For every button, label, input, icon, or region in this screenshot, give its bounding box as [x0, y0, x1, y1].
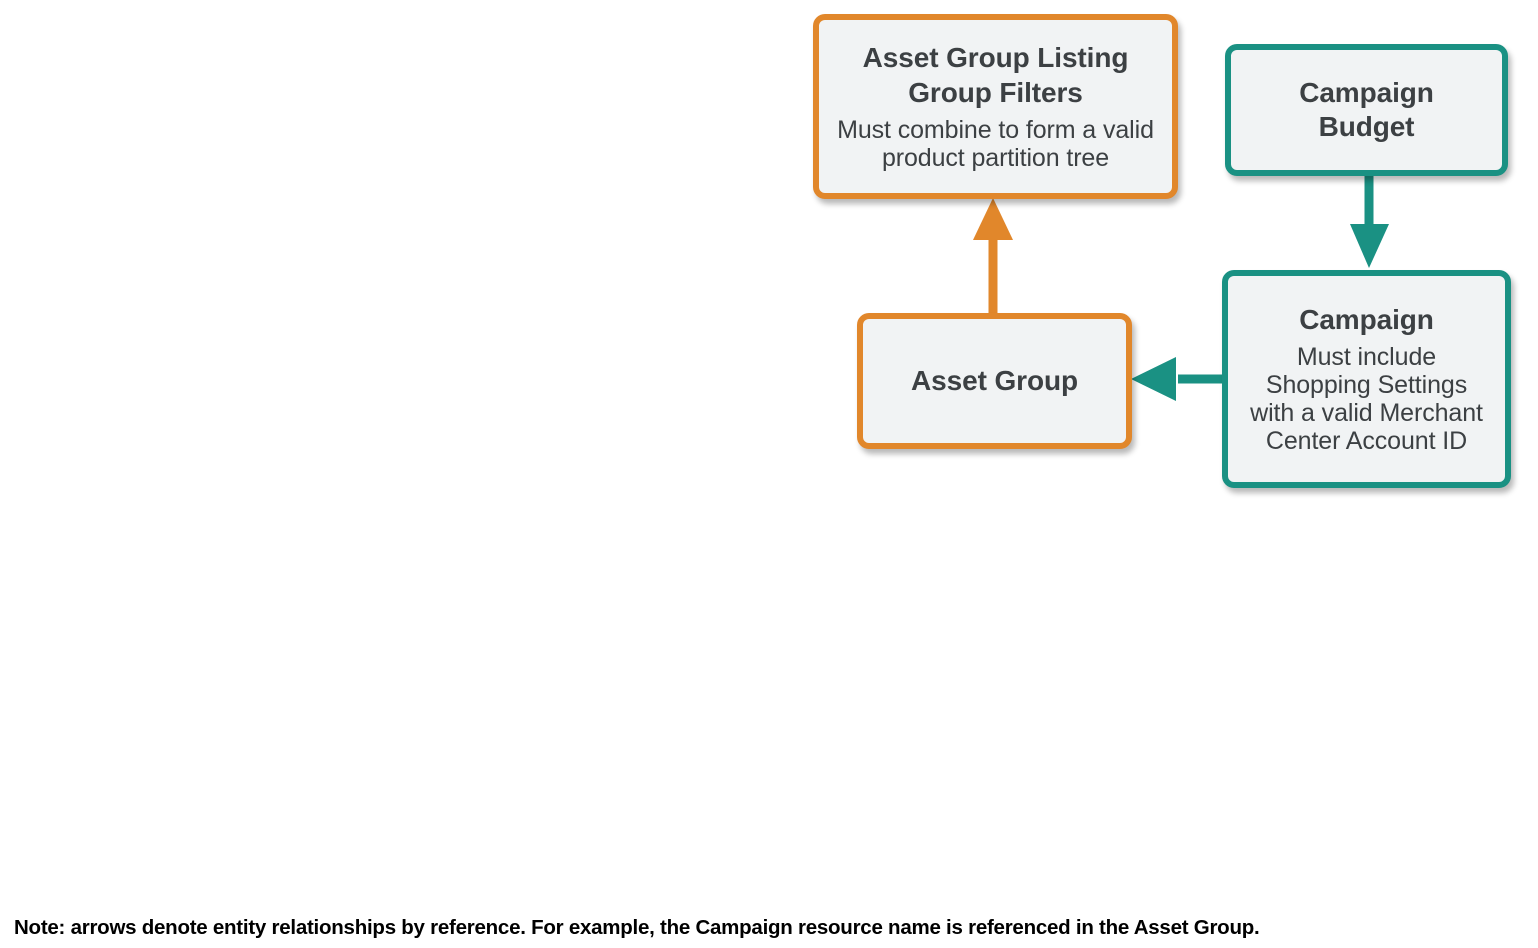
node-asset-group[interactable]: Asset Group [857, 313, 1132, 449]
node-title-line1: Asset Group Listing [862, 42, 1129, 74]
node-title-line2: Group Filters [908, 76, 1083, 108]
arrowhead-left-teal-icon [1131, 357, 1176, 401]
node-subtitle-line2: Shopping Settings [1265, 371, 1468, 400]
arrowhead-down-teal-icon [1350, 224, 1389, 268]
node-subtitle-line4: Center Account ID [1265, 427, 1468, 456]
node-subtitle-line1: Must combine to form a valid [837, 115, 1154, 144]
node-subtitle-line3: with a valid Merchant [1250, 399, 1483, 428]
node-title: Campaign [1299, 303, 1434, 337]
arrowhead-up-orange-icon [973, 198, 1013, 240]
edge-asset-group-to-filters [973, 198, 1013, 316]
node-title-line2: Budget [1318, 111, 1415, 142]
edge-campaign-to-asset-group [1131, 357, 1224, 401]
node-title-line1: Campaign [1299, 76, 1434, 108]
node-subtitle-line1: Must include [1296, 343, 1437, 372]
node-subtitle-line2: product partition tree [881, 143, 1110, 172]
node-title-line1: Asset Group [911, 364, 1078, 396]
edge-budget-to-campaign [1350, 172, 1389, 268]
diagram-note: Note: arrows denote entity relationships… [14, 916, 1260, 939]
node-title-line1: Campaign [1299, 303, 1434, 335]
node-title: Asset Group [911, 364, 1078, 398]
